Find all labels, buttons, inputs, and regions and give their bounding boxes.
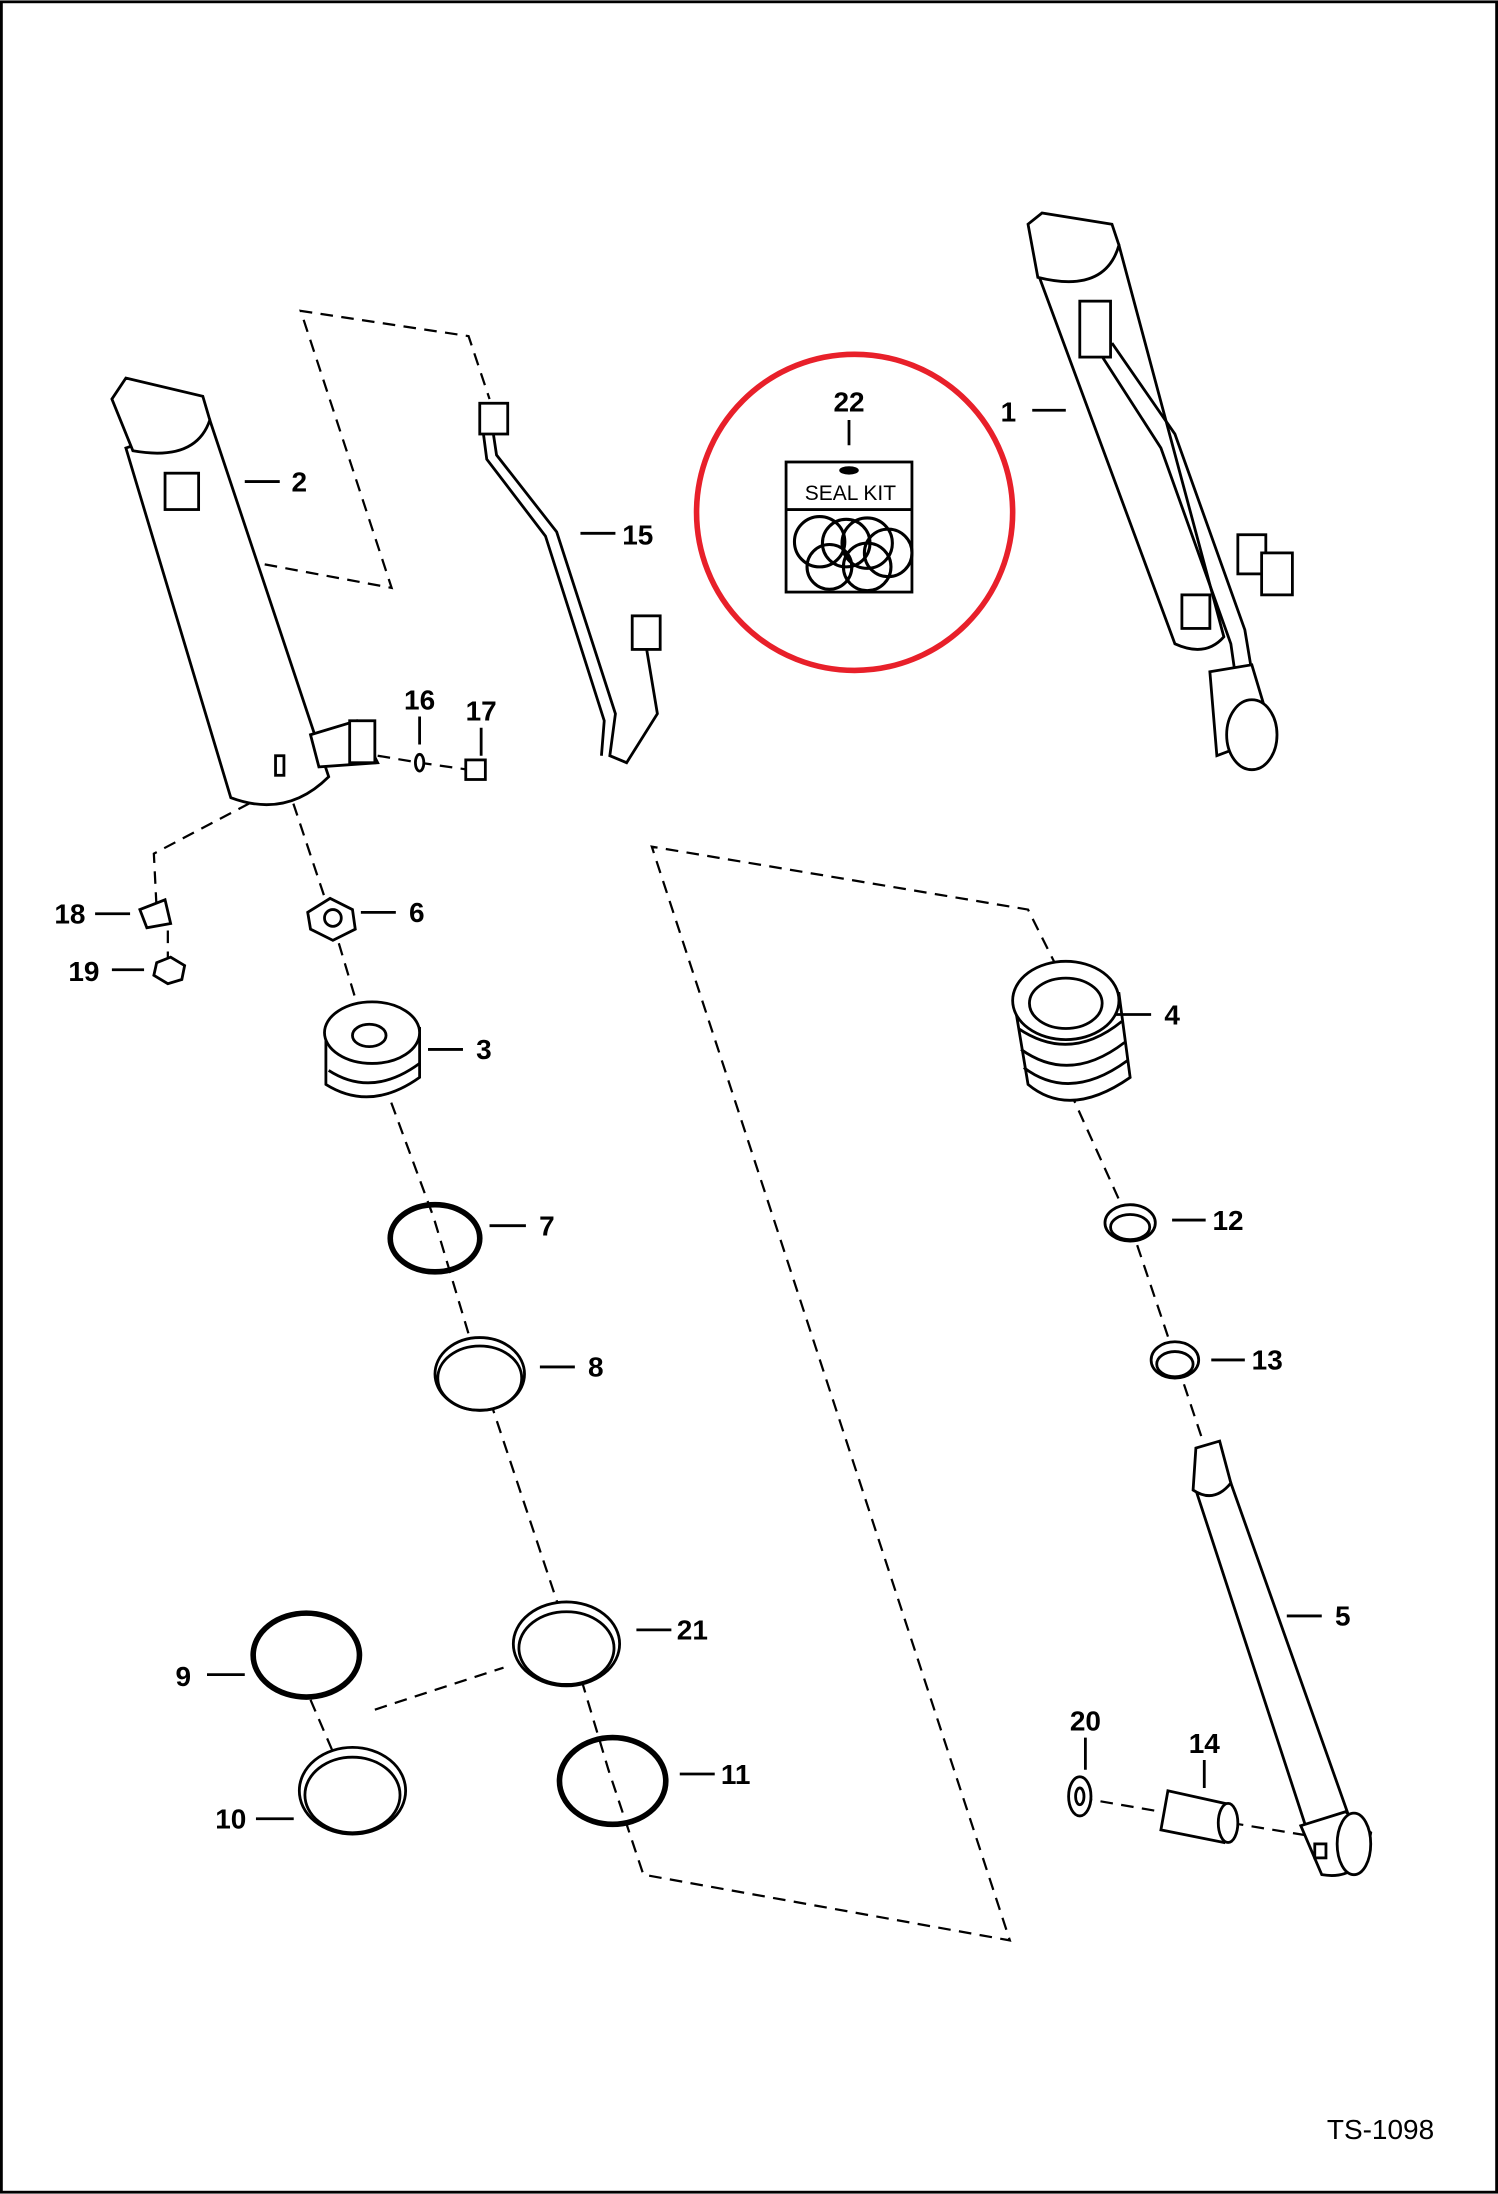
callout-15: 15 <box>622 520 653 551</box>
callout-21: 21 <box>677 1615 708 1646</box>
part-12-wiper <box>1103 1203 1157 1243</box>
part-22-seal-kit: SEAL KIT <box>784 460 914 594</box>
callout-5: 5 <box>1335 1601 1351 1632</box>
callout-13: 13 <box>1252 1345 1283 1376</box>
part-8-seal <box>433 1336 526 1412</box>
callout-20: 20 <box>1070 1706 1101 1737</box>
callout-17: 17 <box>466 696 497 727</box>
part-7-o-ring <box>387 1201 483 1275</box>
callout-7: 7 <box>539 1210 555 1241</box>
callout-3: 3 <box>476 1034 492 1065</box>
callout-22: 22 <box>833 387 864 418</box>
seal-kit-label: SEAL KIT <box>805 482 896 505</box>
part-13-seal <box>1149 1340 1201 1380</box>
part-2-cylinder-barrel <box>110 376 380 807</box>
part-4-gland <box>1011 959 1132 1102</box>
part-11-o-ring <box>556 1734 669 1828</box>
part-14-bushing <box>1159 1789 1240 1845</box>
callout-6: 6 <box>409 897 425 928</box>
part-21-seal <box>511 1600 622 1688</box>
part-6-lock-nut <box>306 896 357 942</box>
part-1-cylinder-assembly <box>1026 211 1294 772</box>
part-20-washer <box>1067 1775 1093 1818</box>
seal-kit-highlight-circle <box>693 351 1016 674</box>
callout-11: 11 <box>721 1759 751 1790</box>
part-16-o-ring <box>414 752 426 773</box>
callout-8: 8 <box>588 1352 604 1383</box>
callout-9: 9 <box>175 1661 191 1692</box>
part-17-plug <box>464 758 487 781</box>
callout-12: 12 <box>1212 1205 1243 1236</box>
callout-18: 18 <box>54 899 85 930</box>
part-9-o-ring <box>250 1610 363 1700</box>
callout-4: 4 <box>1164 999 1180 1030</box>
part-15-hydraulic-tube <box>478 401 662 765</box>
callout-16: 16 <box>404 685 435 716</box>
part-18-clamp <box>138 897 173 930</box>
callout-19: 19 <box>68 956 99 987</box>
callout-14: 14 <box>1189 1728 1221 1759</box>
part-10-seal <box>297 1745 408 1836</box>
part-3-piston <box>323 1000 422 1099</box>
part-19-nut <box>152 955 187 986</box>
callout-1: 1 <box>1001 396 1017 427</box>
callout-leaders <box>95 408 1322 1821</box>
part-5-rod <box>1191 1439 1373 1877</box>
callout-10: 10 <box>215 1804 246 1835</box>
callout-2: 2 <box>292 466 308 497</box>
drawing-number: TS-1098 <box>1327 2114 1434 2145</box>
callout-numbers: 1 2 3 4 5 6 7 8 9 10 11 12 13 14 15 16 1… <box>54 387 1350 1835</box>
